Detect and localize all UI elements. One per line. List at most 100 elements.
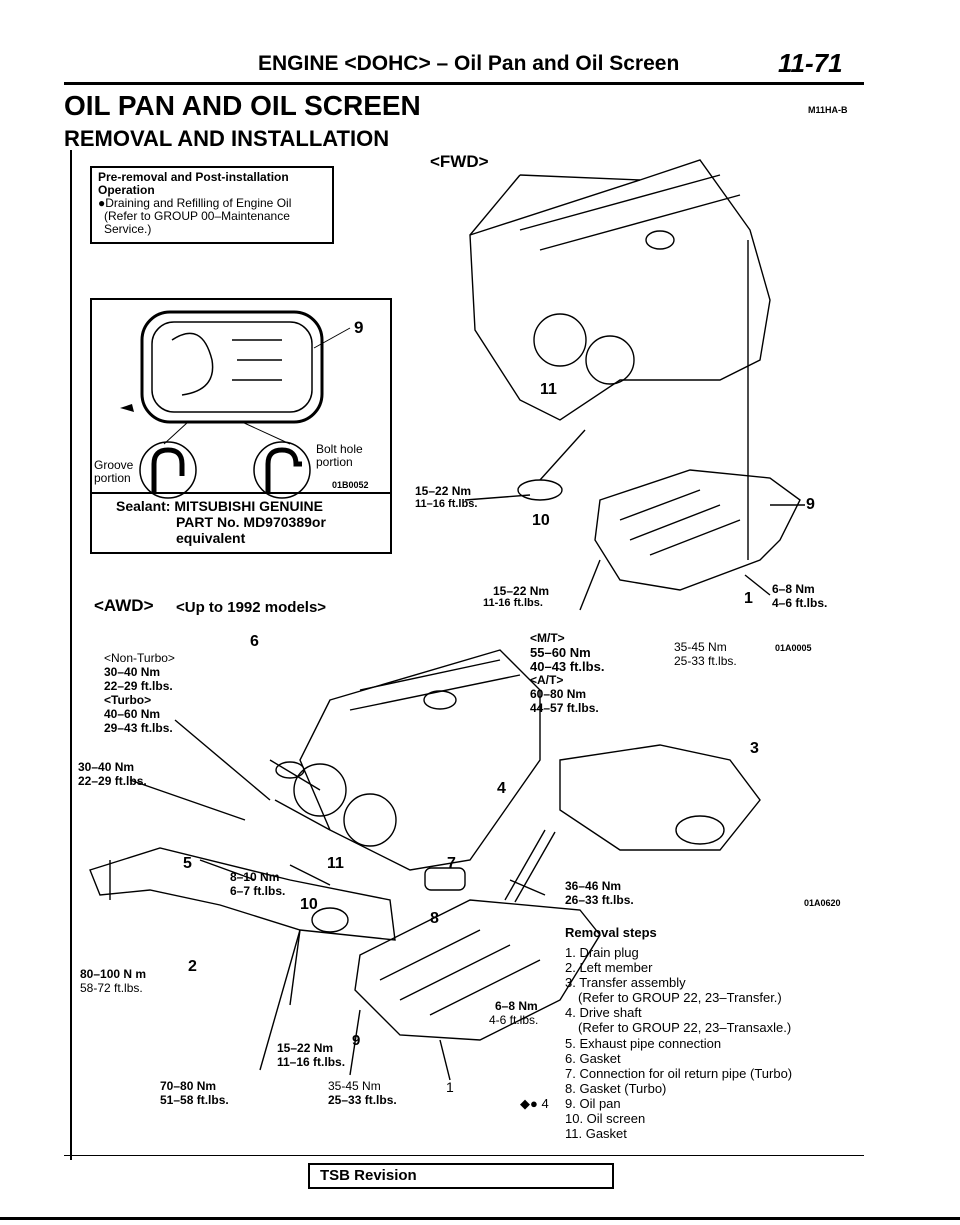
step-4-ref: (Refer to GROUP 22, 23–Transaxle.) <box>578 1020 792 1035</box>
step-7: 7. Connection for oil return pipe (Turbo… <box>565 1066 793 1081</box>
awd-nonturbo-ft: 22–29 ft.lbs. <box>104 679 173 693</box>
page-bottom-rule <box>0 1217 960 1220</box>
pre-removal-box: Pre-removal and Post-installation Operat… <box>90 166 334 244</box>
awd-item-5: 5 <box>183 855 192 872</box>
awd-nonturbo-nm: 30–40 Nm <box>104 665 161 679</box>
awd-nonturbo-label: <Non-Turbo> <box>104 651 175 665</box>
sealant-separator <box>92 492 390 494</box>
page-number: 11-71 <box>778 48 843 78</box>
bolt-hole-label-2: portion <box>316 455 353 469</box>
awd-item-6: 6 <box>250 633 259 650</box>
awd-pan-nm: 6–8 Nm <box>495 999 538 1013</box>
step-10: 10. Oil screen <box>565 1111 646 1126</box>
fwd-torque-a-nm: 15–22 Nm <box>415 484 472 498</box>
section-title: OIL PAN AND OIL SCREEN <box>64 90 421 121</box>
step-2: 2. Left member <box>565 960 653 975</box>
pre-removal-line-2: (Refer to GROUP 00–Maintenance <box>104 209 290 223</box>
awd-at-ft: 44–57 ft.lbs. <box>530 701 599 715</box>
awd-item-4: 4 <box>497 780 506 797</box>
awd-at-label: <A/T> <box>530 673 564 687</box>
step-3-ref: (Refer to GROUP 22, 23–Transfer.) <box>578 990 782 1005</box>
awd-item-10: 10 <box>300 896 318 913</box>
awd-item-9: 9 <box>352 1032 361 1049</box>
awd-mt-label: <M/T> <box>530 631 565 645</box>
awd-shaft-nm: 36–46 Nm <box>565 879 622 893</box>
bolt-hole-label: Bolt hole <box>316 442 363 456</box>
sealant-line-2: PART No. MD970389or <box>176 514 326 530</box>
fwd-torque-c-ft: 4–6 ft.lbs. <box>772 596 828 610</box>
sealant-line-1: Sealant: MITSUBISHI GENUINE <box>116 498 323 514</box>
awd-screen-nm: 15–22 Nm <box>277 1041 334 1055</box>
awd-screen-ft: 11–16 ft.lbs. <box>277 1055 346 1069</box>
callout-9: 9 <box>354 318 364 337</box>
pre-removal-line-3: Service.) <box>104 222 152 236</box>
step-4: 4. Drive shaft <box>565 1005 642 1020</box>
fwd-figure-code: 01A0005 <box>775 643 812 653</box>
awd-mt-ft: 40–43 ft.lbs. <box>530 659 605 674</box>
awd-figure-code: 01A0620 <box>804 898 841 908</box>
pre-removal-heading: Pre-removal and Post-installation <box>98 170 289 184</box>
groove-label: Groove <box>94 458 134 472</box>
awd-mt-nm: 55–60 Nm <box>530 645 591 660</box>
awd-turbo-nm: 40–60 Nm <box>104 707 161 721</box>
footer-rule <box>64 1155 864 1156</box>
awd-bottom-center-ft: 25–33 ft.lbs. <box>328 1093 397 1107</box>
removal-steps-title: Removal steps <box>565 925 657 940</box>
step-9-marker: ◆● 4 <box>520 1096 549 1111</box>
fwd-torque-b-ft: 11-16 ft.lbs. <box>483 597 543 609</box>
fwd-torque-b-nm: 15–22 Nm <box>493 584 550 598</box>
page-header-title: ENGINE <DOHC> – Oil Pan and Oil Screen <box>258 52 680 75</box>
awd-turbo-label: <Turbo> <box>104 693 152 707</box>
section-code: M11HA-B <box>808 105 848 115</box>
pre-removal-heading-2: Operation <box>98 183 155 197</box>
awd-item-2: 2 <box>188 958 197 975</box>
awd-item-3: 3 <box>750 740 759 757</box>
awd-item-11: 11 <box>327 855 344 872</box>
fwd-item-10: 10 <box>532 512 550 529</box>
step-6: 6. Gasket <box>565 1051 621 1066</box>
awd-left-ft: 22–29 ft.lbs. <box>78 774 147 788</box>
fwd-item-1: 1 <box>744 590 753 607</box>
fwd-torque-a-ft: 11–16 ft.lbs. <box>415 498 478 510</box>
step-11: 11. Gasket <box>565 1126 627 1141</box>
awd-label: <AWD> <box>94 596 154 615</box>
awd-turbo-ft: 29–43 ft.lbs. <box>104 721 173 735</box>
awd-item-8: 8 <box>430 910 439 927</box>
tsb-revision-label: TSB Revision <box>320 1167 417 1184</box>
oil-pan-sealant-illustration <box>120 310 351 499</box>
sealant-line-3: equivalent <box>176 530 246 546</box>
step-5: 5. Exhaust pipe connection <box>565 1036 722 1051</box>
sealant-detail-box: 9 Groove portion Bolt hole portion 01B00… <box>90 298 392 554</box>
awd-member-nm: 8–10 Nm <box>230 870 280 884</box>
fwd-label: <FWD> <box>430 152 489 171</box>
awd-bottom-center-nm: 35-45 Nm <box>328 1079 381 1093</box>
fwd-torque-c-nm: 6–8 Nm <box>772 582 815 596</box>
step-1: 1. Drain plug <box>565 945 639 960</box>
awd-left-nm: 30–40 Nm <box>78 760 135 774</box>
awd-left-member-ft: 58-72 ft.lbs. <box>80 981 143 995</box>
awd-right-ft: 25-33 ft.lbs. <box>674 654 737 668</box>
pre-removal-line-1: ●Draining and Refilling of Engine Oil <box>98 196 292 210</box>
fwd-item-11: 11 <box>540 381 557 398</box>
awd-shaft-ft: 26–33 ft.lbs. <box>565 893 634 907</box>
groove-label-2: portion <box>94 471 131 485</box>
awd-left-member-nm: 80–100 N m <box>80 967 147 981</box>
section-subtitle: REMOVAL AND INSTALLATION <box>64 126 390 151</box>
awd-at-nm: 60–80 Nm <box>530 687 587 701</box>
figure-code: 01B0052 <box>332 480 369 490</box>
step-9: 9. Oil pan <box>565 1096 621 1111</box>
awd-item-1: 1 <box>446 1079 454 1095</box>
left-margin-rule <box>70 150 72 1160</box>
step-8: 8. Gasket (Turbo) <box>565 1081 667 1096</box>
fwd-item-9: 9 <box>806 496 815 513</box>
awd-bottom-left-nm: 70–80 Nm <box>160 1079 217 1093</box>
header-rule <box>64 82 864 85</box>
awd-item-7: 7 <box>447 855 456 872</box>
awd-right-nm: 35-45 Nm <box>674 640 727 654</box>
awd-member-ft: 6–7 ft.lbs. <box>230 884 286 898</box>
awd-bottom-left-ft: 51–58 ft.lbs. <box>160 1093 229 1107</box>
awd-model-label: <Up to 1992 models> <box>176 599 327 616</box>
step-3: 3. Transfer assembly <box>565 975 686 990</box>
awd-pan-ft: 4-6 ft.lbs. <box>489 1013 539 1027</box>
tsb-revision-box: TSB Revision <box>308 1163 614 1189</box>
